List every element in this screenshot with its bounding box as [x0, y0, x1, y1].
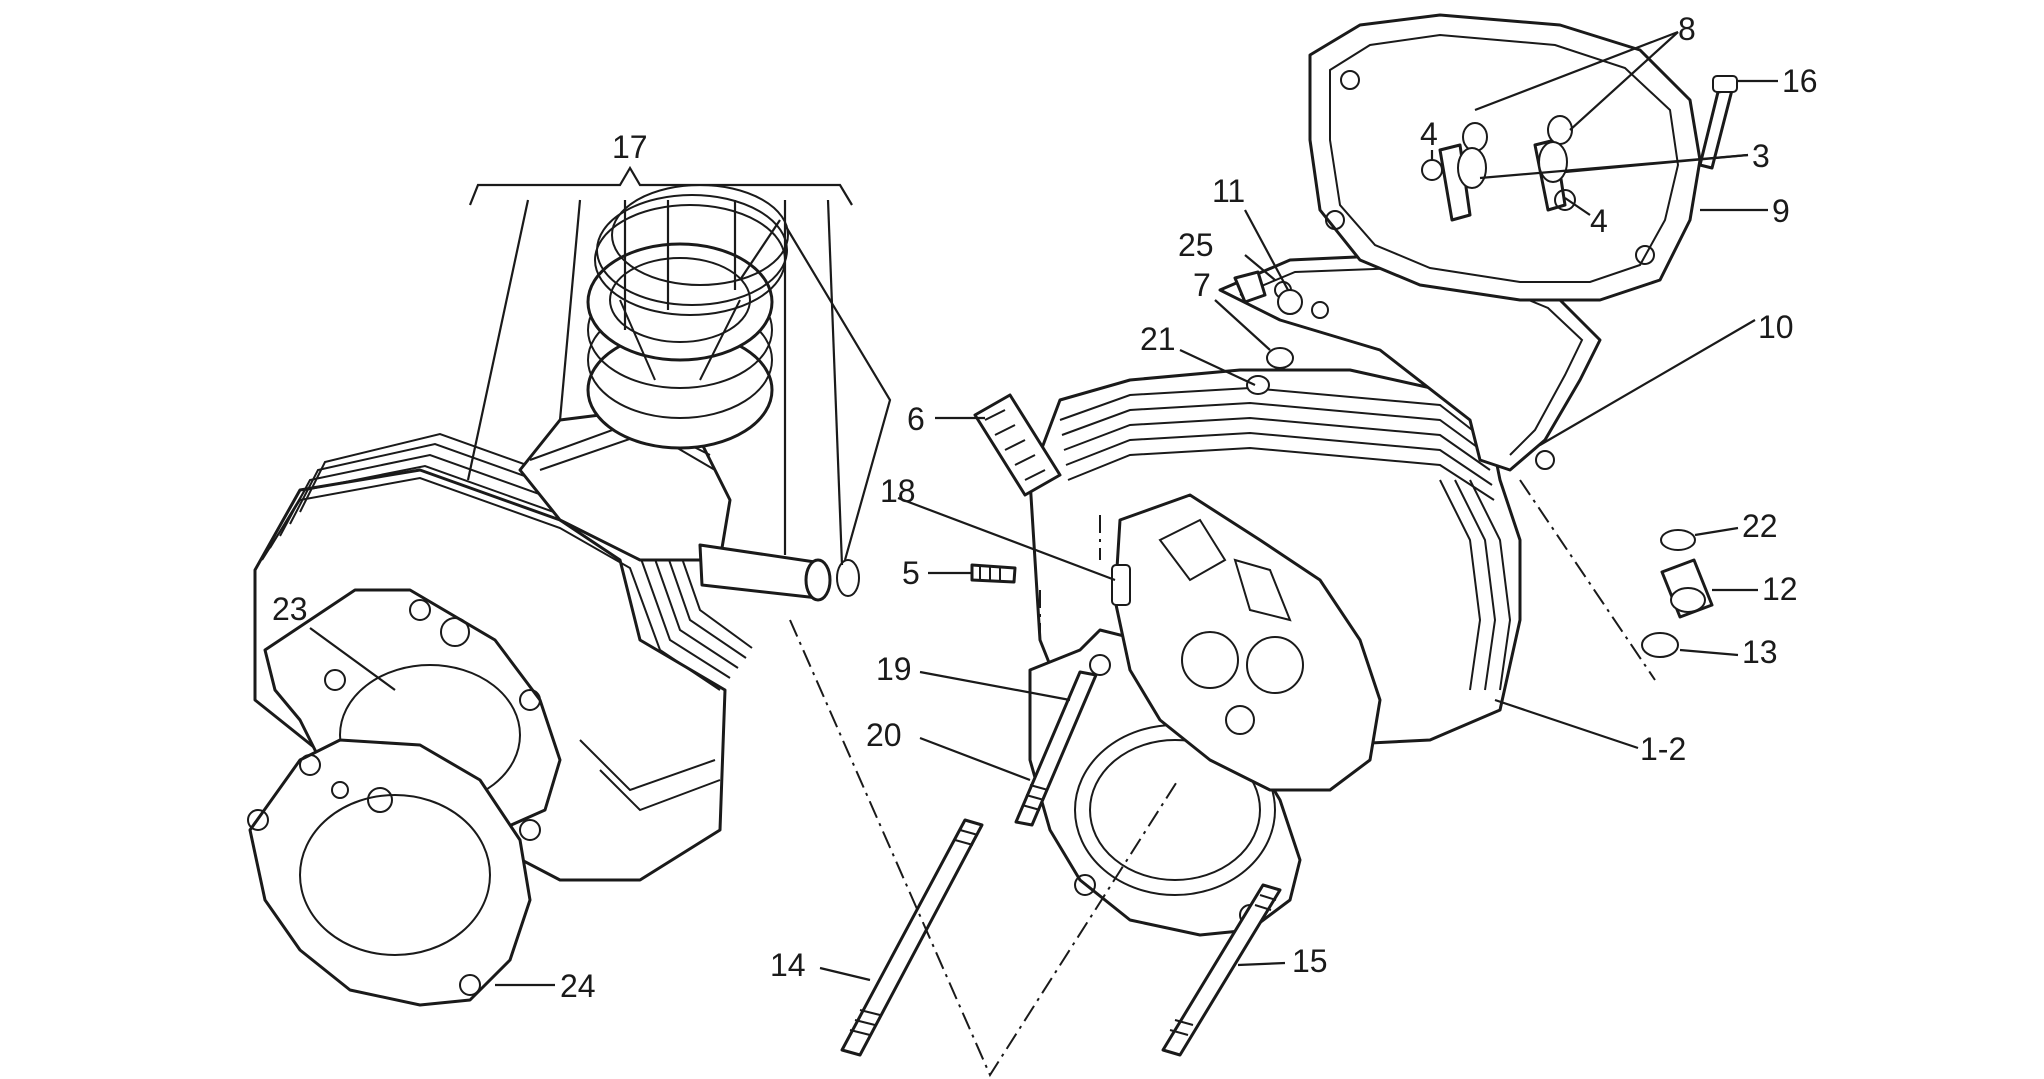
label-21: 21	[1140, 321, 1176, 357]
chain-6	[973, 393, 1062, 497]
stud-5	[970, 563, 1017, 584]
label-3: 3	[1752, 138, 1770, 174]
piston-pin	[698, 543, 832, 602]
part-labels: 17 8 16 4 3 4 9 11 25 7 21 10 6 18 22 5 …	[272, 11, 1818, 1004]
rocker-cover-gasket	[1218, 253, 1602, 472]
long-stud-14	[840, 818, 984, 1057]
leader-lines	[309, 30, 1778, 1078]
label-4a: 4	[1420, 116, 1438, 152]
bolt-16	[1698, 75, 1738, 170]
label-1-2: 1-2	[1640, 731, 1686, 767]
circlip	[836, 559, 860, 597]
label-19: 19	[876, 651, 912, 687]
label-8: 8	[1678, 11, 1696, 47]
cylinder-head-face	[1113, 493, 1382, 792]
label-23: 23	[272, 591, 308, 627]
label-11: 11	[1212, 173, 1245, 209]
label-10: 10	[1758, 309, 1794, 345]
label-22: 22	[1742, 508, 1778, 544]
label-25: 25	[1178, 227, 1214, 263]
label-20: 20	[866, 717, 902, 753]
rocker-shaft-assembly	[1421, 115, 1576, 222]
head-stud-19-20	[1014, 670, 1098, 827]
label-24: 24	[560, 968, 596, 1004]
spacer-22-12-13	[1641, 529, 1714, 658]
label-6: 6	[907, 401, 925, 437]
dowel-18	[1111, 564, 1131, 606]
label-17: 17	[612, 129, 648, 165]
rocker-cover	[1308, 13, 1702, 302]
label-5: 5	[902, 555, 920, 591]
cylinder-head-gasket-left	[247, 738, 541, 1007]
label-16: 16	[1782, 63, 1818, 99]
label-9: 9	[1772, 193, 1790, 229]
label-18: 18	[880, 473, 916, 509]
long-stud-15	[1161, 883, 1282, 1057]
label-15: 15	[1292, 943, 1328, 979]
label-7: 7	[1193, 267, 1211, 303]
label-13: 13	[1742, 634, 1778, 670]
piston	[586, 242, 774, 450]
label-4b: 4	[1590, 203, 1608, 239]
label-14: 14	[770, 947, 806, 983]
label-12: 12	[1762, 571, 1798, 607]
valve-parts	[1233, 270, 1303, 395]
